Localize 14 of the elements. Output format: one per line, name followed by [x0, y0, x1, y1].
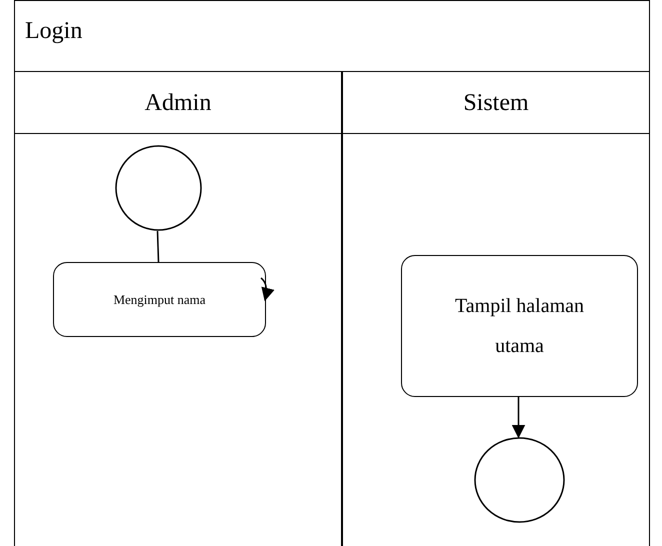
- activity-box: [401, 255, 638, 397]
- activity-label: Mengimput nama: [113, 290, 206, 309]
- arrow: [260, 277, 274, 302]
- lane-header: Admin: [15, 72, 341, 134]
- activity-circle: [474, 437, 565, 523]
- activity-box: [53, 262, 266, 337]
- connector-line: [156, 230, 160, 262]
- diagram-title: Login: [25, 17, 82, 46]
- swimlane: [14, 72, 342, 546]
- activity-circle: [115, 145, 202, 231]
- activity-label: Tampil halaman utama: [454, 294, 586, 359]
- swimlane: [342, 72, 650, 546]
- lane-header: Sistem: [343, 72, 649, 134]
- arrow: [512, 397, 526, 438]
